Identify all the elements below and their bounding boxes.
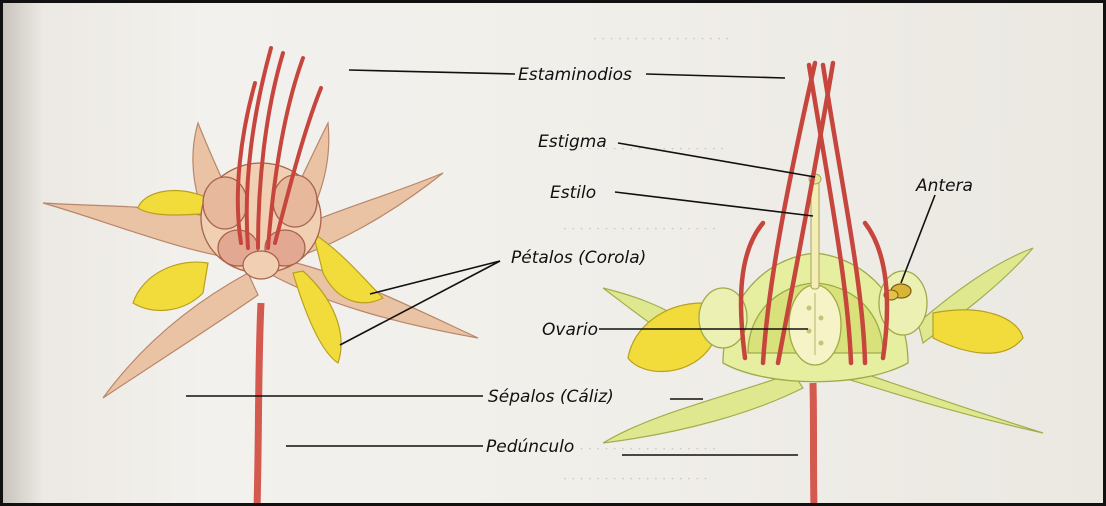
label-estigma: Estigma [538, 132, 607, 152]
right-flower-section [603, 63, 1043, 506]
label-estilo: Estilo [550, 183, 596, 203]
svg-text:· · · · · · · · · · · · · · ·: · · · · · · · · · · · · · · · · · [593, 32, 729, 47]
label-petalos: Pétalos (Corola) [511, 248, 646, 268]
label-pedunculo: Pedúnculo [486, 437, 574, 457]
right-peduncle [813, 383, 814, 506]
svg-text:· · · · · · · · · · · · · · ·: · · · · · · · · · · · · · · · · · · · [563, 222, 716, 237]
flower-diagram: · · · · · · · · · · · · · · · · · · · · … [3, 3, 1106, 506]
leader-petalos-1 [370, 261, 500, 294]
right-ovary [789, 285, 841, 365]
label-antera: Antera [915, 176, 973, 196]
left-peduncle [257, 303, 261, 506]
svg-text:· · · · · · · · · · · · · · ·: · · · · · · · · · · · · · · · · · · [563, 472, 708, 487]
leader-estaminodios-left [349, 70, 515, 74]
label-ovario: Ovario [542, 320, 598, 340]
leader-antera [901, 195, 935, 283]
left-flower-exterior [43, 48, 478, 506]
label-sepalos: Sépalos (Cáliz) [488, 387, 614, 407]
label-estaminodios: Estaminodios [518, 65, 632, 85]
leader-estaminodios-right [646, 74, 785, 78]
